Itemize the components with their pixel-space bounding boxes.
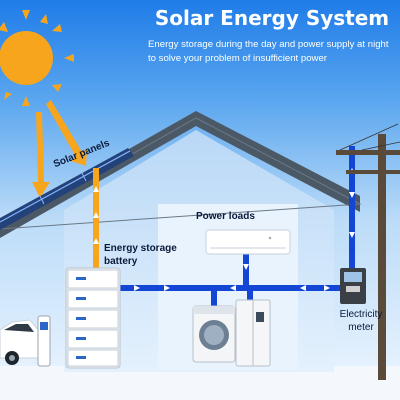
sun-rays	[32, 100, 87, 198]
power-loads-label: Power loads	[196, 211, 255, 222]
electricity-meter-label: Electricity meter	[339, 309, 383, 333]
charger-icon	[37, 315, 51, 367]
refrigerator-icon	[235, 299, 271, 367]
air-conditioner-icon	[205, 229, 291, 255]
flow-arrows	[93, 168, 355, 291]
solar-panel-icon	[0, 148, 134, 230]
page-title: Solar Energy System	[154, 6, 390, 30]
battery-icon	[65, 267, 121, 369]
electricity-meter-icon	[340, 268, 366, 304]
washing-machine-icon	[192, 305, 236, 363]
utility-pole-icon	[336, 123, 400, 380]
electric-car-icon	[0, 319, 41, 365]
header: Solar Energy System Energy storage durin…	[148, 6, 396, 66]
page-subtitle: Energy storage during the day and power …	[148, 39, 389, 64]
sun-icon	[0, 10, 74, 106]
battery-label: Energy storage battery	[104, 243, 177, 267]
